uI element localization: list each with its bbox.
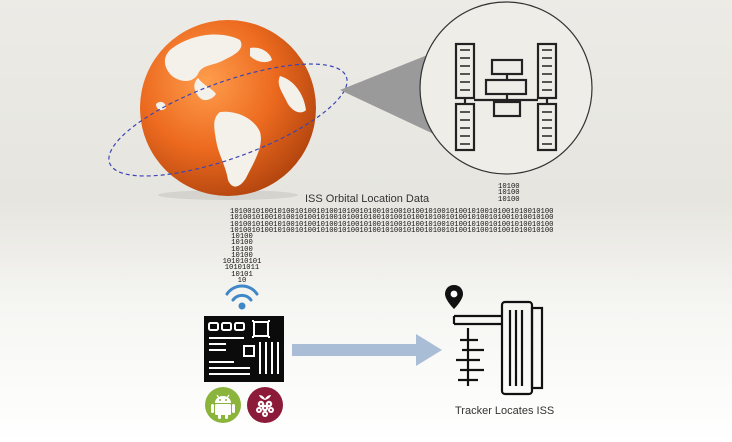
zoom-callout: [340, 52, 438, 136]
flow-arrow: [292, 334, 442, 366]
tracker-device-icon: [452, 300, 544, 396]
raspberry-pi-icon: [247, 387, 283, 423]
binary-top: 10100 10100 10100: [498, 183, 520, 204]
binary-tail: 10100 10100 10100 10100 101010101 101010…: [222, 233, 262, 286]
android-icon: [205, 387, 241, 423]
circuit-board-icon: [204, 316, 284, 382]
earth-globe-icon: [108, 20, 348, 200]
tracker-label: Tracker Locates ISS: [455, 405, 555, 417]
satellite-icon: [419, 1, 593, 175]
location-pin-icon: [445, 285, 463, 309]
binary-block: 1010010100101001010010100101001010010100…: [230, 208, 554, 235]
data-flow-label: ISS Orbital Location Data: [305, 193, 430, 205]
wireless-signal-icon: [225, 284, 259, 310]
